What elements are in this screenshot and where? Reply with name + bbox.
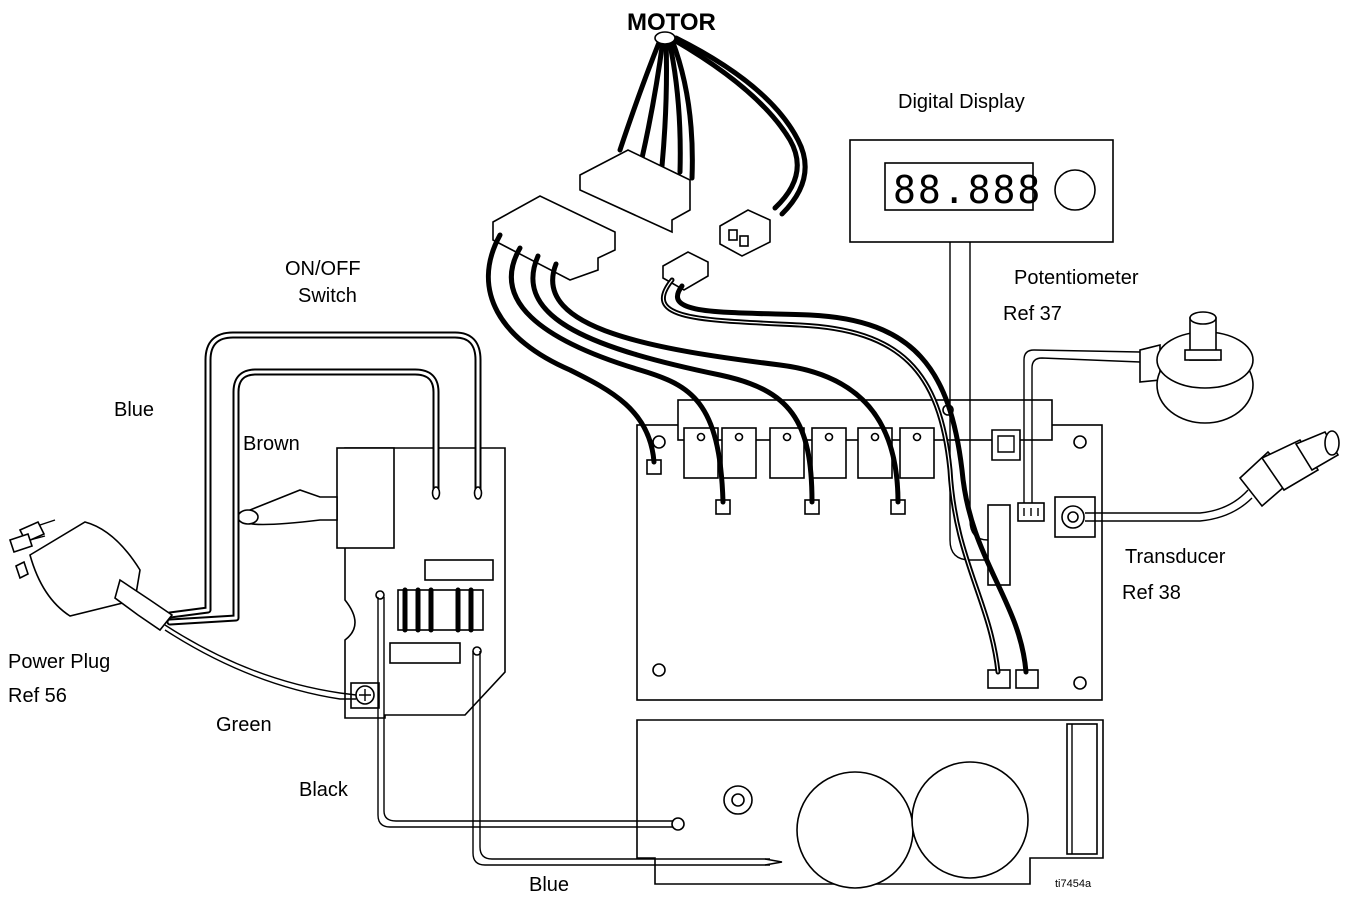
wire-label-green: Green — [216, 714, 272, 736]
lower-chassis — [636, 719, 1104, 889]
switch-label-line2: Switch — [298, 285, 357, 307]
potentiometer-label: Potentiometer — [1014, 267, 1139, 289]
wire-label-blue-top: Blue — [114, 399, 154, 421]
switch-board — [237, 447, 506, 719]
wire-label-black: Black — [299, 779, 349, 801]
motor-label: MOTOR — [627, 9, 716, 36]
power-cord — [8, 331, 783, 866]
motor-harness — [485, 31, 1029, 675]
display-readout: 88.888 — [893, 168, 1042, 212]
transducer-label: Transducer — [1125, 546, 1226, 568]
figure-id: ti7454a — [1055, 878, 1092, 890]
transducer — [1085, 430, 1340, 522]
potentiometer-ref: Ref 37 — [1003, 303, 1062, 325]
wire-label-brown: Brown — [243, 433, 300, 455]
potentiometer — [1023, 311, 1254, 503]
transducer-ref: Ref 38 — [1122, 582, 1181, 604]
digital-display: 88.888 — [849, 139, 1114, 561]
switch-label-line1: ON/OFF — [285, 258, 361, 280]
power-plug-label: Power Plug — [8, 651, 110, 673]
digital-display-label: Digital Display — [898, 91, 1025, 113]
power-plug-ref: Ref 56 — [8, 685, 67, 707]
wire-label-blue-bottom: Blue — [529, 874, 569, 896]
